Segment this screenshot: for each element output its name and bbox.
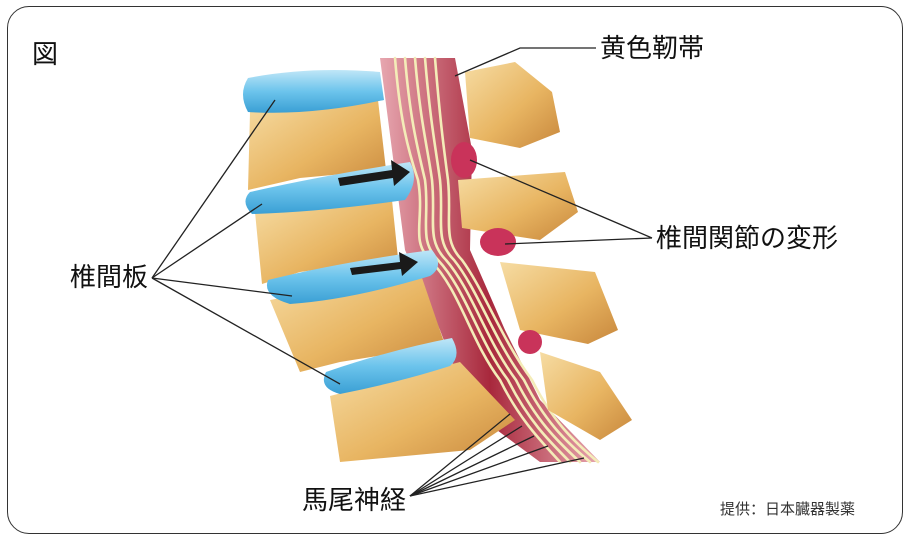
label-cauda-equina: 馬尾神経 [302,488,406,514]
leader-disc-2 [152,204,262,278]
facet-deformity-2 [480,228,516,256]
leader-disc-1 [152,100,275,278]
posterior-element-2 [458,172,578,240]
label-intervertebral-disc: 椎間板 [70,265,148,291]
figure-label: 図 [32,42,58,68]
posterior-element-3 [500,262,618,344]
label-ligamentum-flavum: 黄色靭帯 [600,36,704,62]
ligament-3 [518,330,542,354]
posterior-element-1 [465,62,560,148]
leader-cauda-5 [410,458,584,496]
leader-facet-b [505,238,652,244]
label-facet-deformity: 椎間関節の変形 [656,226,838,252]
facet-deformity-1 [451,142,477,178]
credit-text: 提供：日本臓器製薬 [720,502,855,517]
